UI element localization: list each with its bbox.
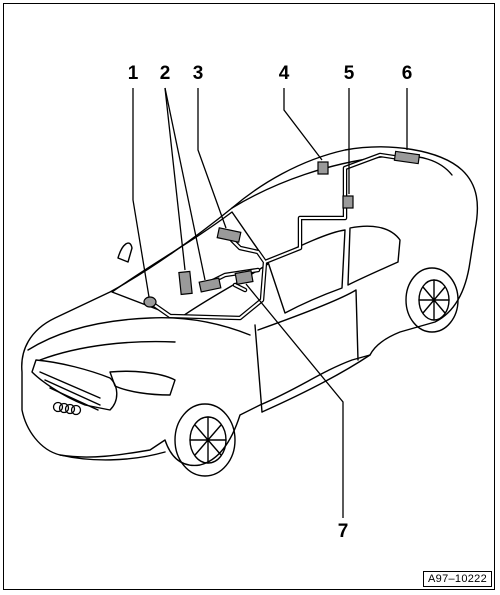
grille	[31, 359, 118, 411]
component-7	[234, 269, 254, 285]
leader-7	[245, 283, 344, 518]
hood-line	[27, 317, 251, 351]
leader-2a	[164, 87, 186, 271]
audi-logo	[52, 401, 82, 416]
rear-wheel	[405, 267, 459, 333]
callout-5: 5	[343, 63, 355, 84]
callout-2: 2	[159, 63, 171, 84]
door-line	[254, 289, 359, 413]
figure-frame	[3, 3, 495, 590]
figure-reference: A97–10222	[423, 571, 492, 587]
leader-2b	[164, 87, 206, 281]
leader-4	[283, 88, 323, 161]
callout-4: 4	[278, 63, 290, 84]
side-mirror	[117, 242, 133, 263]
front-wheel	[174, 403, 236, 477]
callout-3: 3	[192, 63, 204, 84]
component-5	[342, 195, 354, 209]
component-1	[143, 296, 157, 308]
car-body-outline	[21, 146, 479, 467]
component-6	[393, 150, 421, 165]
headlight	[109, 370, 176, 396]
leader-1	[132, 88, 150, 298]
roof-line	[231, 154, 453, 209]
callout-7: 7	[337, 521, 349, 542]
side-window-rear	[347, 225, 401, 286]
callout-6: 6	[401, 63, 413, 84]
windshield	[111, 211, 269, 319]
leader-3	[197, 88, 227, 229]
callout-1: 1	[127, 63, 139, 84]
component-3	[216, 227, 242, 243]
component-4	[317, 161, 329, 175]
component-2b	[198, 277, 222, 293]
component-2	[178, 270, 193, 296]
